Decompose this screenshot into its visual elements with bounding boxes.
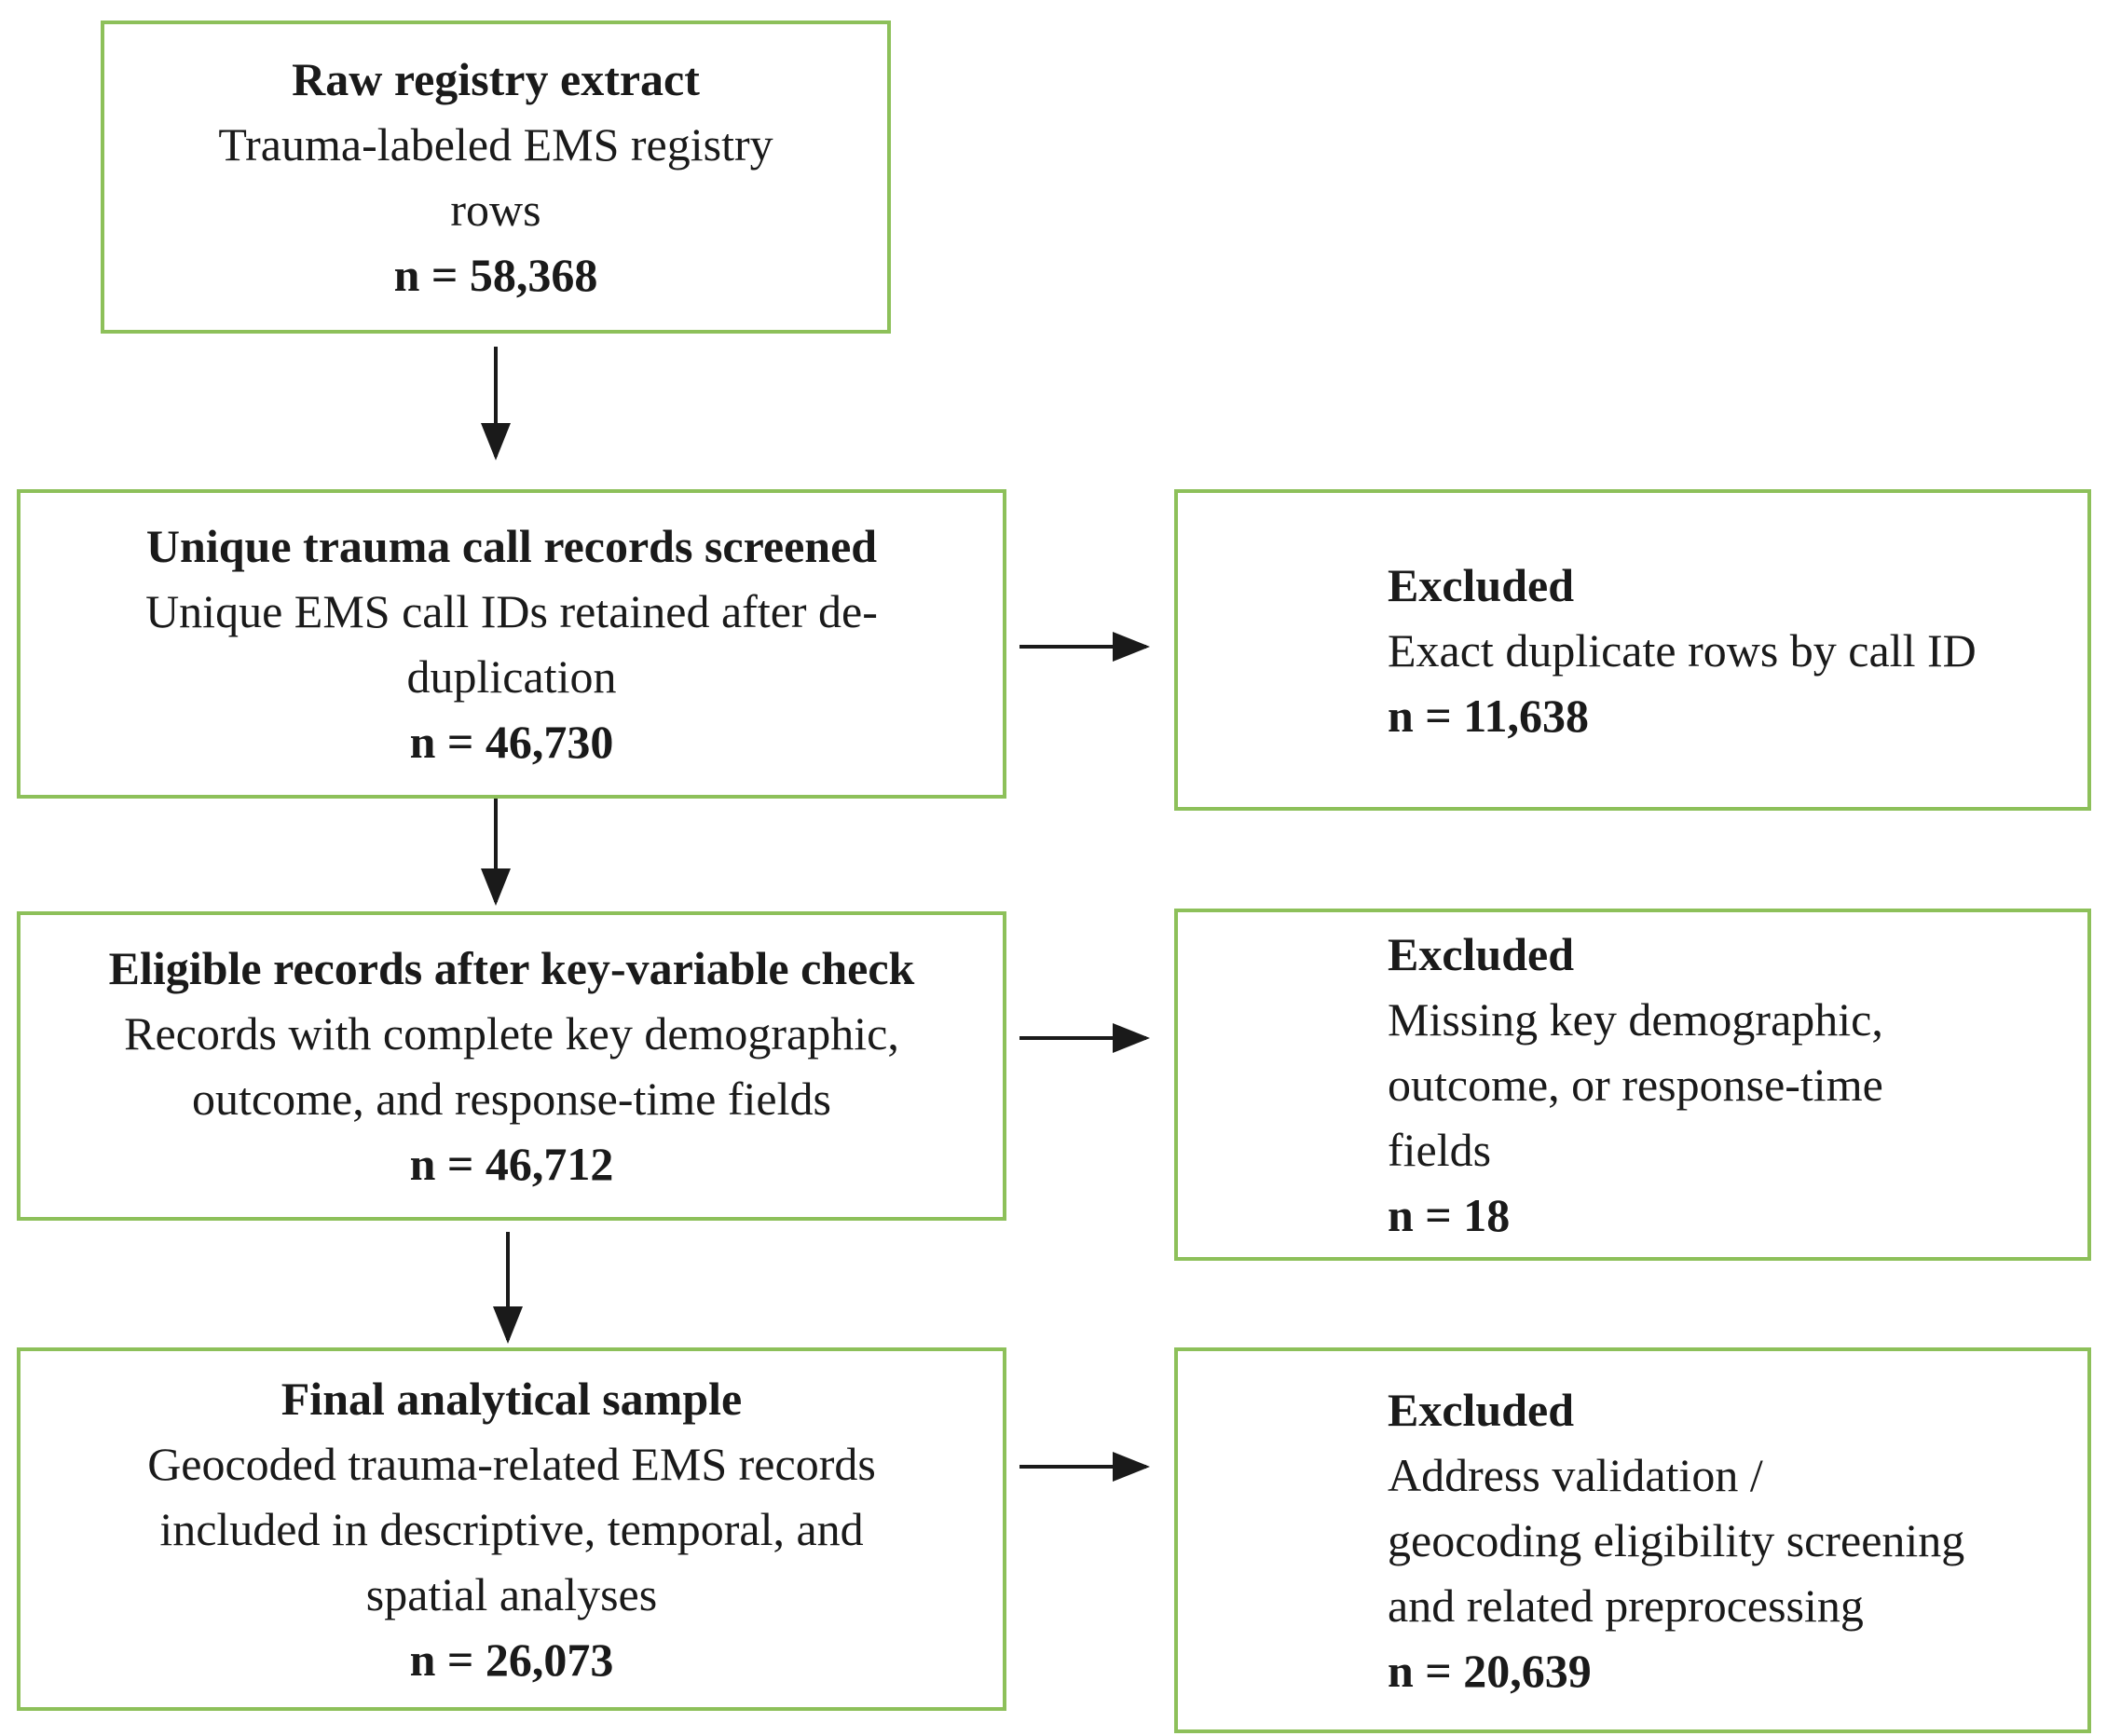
- box-text-line: spatial analyses: [365, 1568, 658, 1620]
- box-text-line: Exact duplicate rows by call ID: [1388, 623, 1977, 677]
- box-title: Excluded: [1388, 1384, 1575, 1436]
- box-title: Unique trauma call records screened: [145, 520, 878, 572]
- box-text-line: included in descriptive, temporal, and: [159, 1503, 864, 1555]
- box-title: Excluded: [1388, 928, 1575, 980]
- box-count: n = 11,638: [1388, 689, 1590, 742]
- box-count: n = 46,730: [409, 716, 614, 768]
- box-text-line: rows: [450, 184, 541, 236]
- box-text-line: duplication: [406, 650, 617, 703]
- excluded-duplicates-box: Excluded Exact duplicate rows by call ID…: [1174, 489, 2091, 811]
- box-text-line: Records with complete key demographic,: [124, 1007, 899, 1059]
- box-text-line: outcome, and response-time fields: [192, 1073, 831, 1125]
- box-text-line: fields: [1388, 1124, 1492, 1176]
- box-text-line: Trauma-labeled EMS registry: [218, 118, 773, 171]
- excluded-missing-box: Excluded Missing key demographic, outcom…: [1174, 909, 2091, 1261]
- box-text-line: and related preprocessing: [1388, 1579, 1864, 1632]
- box-text-line: Address validation /: [1388, 1449, 1763, 1501]
- box-text-line: geocoding eligibility screening: [1388, 1514, 1965, 1566]
- box-count: n = 18: [1388, 1189, 1511, 1241]
- box-text-line: Unique EMS call IDs retained after de-: [145, 585, 878, 637]
- box-title: Eligible records after key-variable chec…: [108, 942, 915, 994]
- box-count: n = 20,639: [1388, 1645, 1592, 1697]
- final-sample-box: Final analytical sample Geocoded trauma-…: [17, 1347, 1006, 1711]
- box-title: Excluded: [1388, 558, 1575, 611]
- box-count: n = 46,712: [409, 1138, 614, 1190]
- box-text-line: outcome, or response-time: [1388, 1059, 1883, 1111]
- unique-records-box: Unique trauma call records screened Uniq…: [17, 489, 1006, 799]
- box-text-line: Geocoded trauma-related EMS records: [147, 1438, 876, 1490]
- box-title: Raw registry extract: [292, 53, 700, 105]
- box-title: Final analytical sample: [280, 1373, 743, 1425]
- eligible-records-box: Eligible records after key-variable chec…: [17, 911, 1006, 1221]
- box-text-line: Missing key demographic,: [1388, 993, 1883, 1046]
- box-count: n = 26,073: [409, 1633, 614, 1686]
- box-count: n = 58,368: [393, 249, 598, 301]
- raw-registry-box: Raw registry extract Trauma-labeled EMS …: [101, 21, 891, 334]
- excluded-geocoding-box: Excluded Address validation / geocoding …: [1174, 1347, 2091, 1733]
